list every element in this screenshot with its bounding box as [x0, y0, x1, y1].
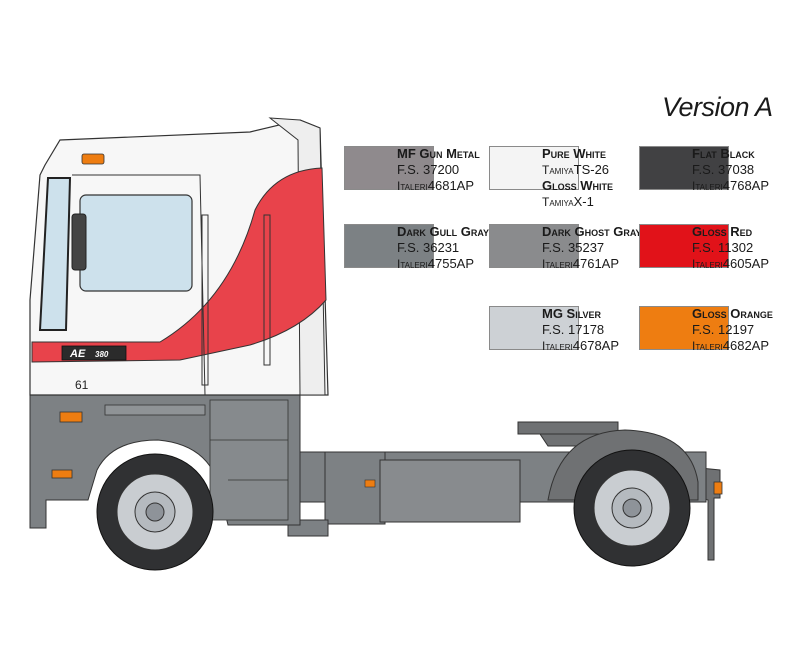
paint-label-gloss-orange: Gloss Orange F.S. 12197 Italeri4682AP — [692, 306, 773, 354]
paint-code: 37200 — [423, 162, 460, 177]
paint-code: 37038 — [718, 162, 755, 177]
side-mirror — [71, 213, 87, 271]
paint-brand: Italeri — [692, 257, 723, 271]
paint-label-mf-gun-metal: MF Gun Metal F.S. 37200 Italeri4681AP — [397, 146, 480, 194]
paint-code-prefix: F.S. — [397, 240, 424, 255]
paint-name: Dark Ghost Gray — [542, 224, 642, 239]
swatch-pure-white — [489, 146, 579, 190]
paint-code-prefix: F.S. — [692, 322, 719, 337]
swatch-flat-black — [639, 146, 729, 190]
swatch-gloss-red — [639, 224, 729, 268]
paint-code: X-1 — [573, 194, 594, 209]
windshield — [38, 177, 72, 331]
paint-label-dark-gull-gray: Dark Gull Gray F.S. 36231 Italeri4755AP — [397, 224, 489, 272]
paint-code: 4681AP — [427, 178, 475, 193]
paint-code-prefix: F.S. — [542, 240, 569, 255]
version-label: Version A — [662, 92, 773, 122]
swatch-mg-silver — [489, 306, 579, 350]
paint-code: 4605AP — [722, 256, 770, 271]
badge-text: AE — [69, 348, 86, 360]
paint-name: Pure White — [542, 146, 607, 161]
paint-name: Gloss White — [542, 178, 613, 193]
paint-label-flat-black: Flat Black F.S. 37038 Italeri4768AP — [692, 146, 769, 194]
paint-code-prefix: F.S. — [692, 240, 719, 255]
model-badge — [61, 345, 127, 361]
swatch-gloss-orange — [639, 306, 729, 350]
paint-brand: Italeri — [397, 257, 428, 271]
paint-code-prefix: F.S. — [692, 162, 719, 177]
paint-label-pure-white: Pure White TamiyaTS-26 Gloss White Tamiy… — [542, 146, 613, 210]
cab-lower-body — [29, 394, 301, 529]
paint-code: 36231 — [423, 240, 460, 255]
paint-code: 4682AP — [722, 338, 770, 353]
paint-name: Gloss Orange — [692, 306, 773, 321]
side-window — [79, 194, 193, 292]
paint-code: 4755AP — [427, 256, 475, 271]
paint-name: Dark Gull Gray — [397, 224, 490, 239]
paint-brand: Italeri — [692, 339, 723, 353]
paint-code-prefix: F.S. — [542, 322, 569, 337]
paint-brand: Italeri — [692, 179, 723, 193]
swatch-mf-gun-metal — [344, 146, 434, 190]
paint-code-prefix: F.S. — [397, 162, 424, 177]
cab-number: 61 — [75, 378, 89, 392]
paint-name: Gloss Red — [692, 224, 753, 239]
paint-brand: Italeri — [542, 257, 573, 271]
paint-name: MG Silver — [542, 306, 602, 321]
paint-name: MF Gun Metal — [397, 146, 480, 161]
paint-name: Flat Black — [692, 146, 755, 161]
paint-code: 12197 — [718, 322, 755, 337]
cab-upper: AE 380 61 — [29, 117, 329, 396]
paint-code: 17178 — [568, 322, 605, 337]
paint-code: 4761AP — [572, 256, 620, 271]
paint-code: 4768AP — [722, 178, 770, 193]
paint-code: 35237 — [568, 240, 605, 255]
paint-brand: Italeri — [542, 339, 573, 353]
front-wheel — [96, 453, 214, 571]
paint-code: TS-26 — [573, 162, 610, 177]
rear-wheel — [573, 449, 691, 567]
paint-label-gloss-red: Gloss Red F.S. 11302 Italeri4605AP — [692, 224, 769, 272]
paint-code: 11302 — [718, 240, 754, 255]
paint-label-dark-ghost-gray: Dark Ghost Gray F.S. 35237 Italeri4761AP — [542, 224, 642, 272]
paint-brand: Tamiya — [542, 195, 574, 209]
swatch-dark-gull-gray — [344, 224, 434, 268]
badge-number: 380 — [95, 350, 109, 359]
swatch-dark-ghost-gray — [489, 224, 579, 268]
paint-label-mg-silver: MG Silver F.S. 17178 Italeri4678AP — [542, 306, 619, 354]
paint-brand: Italeri — [397, 179, 428, 193]
paint-code: 4678AP — [572, 338, 620, 353]
paint-brand: Tamiya — [542, 163, 574, 177]
